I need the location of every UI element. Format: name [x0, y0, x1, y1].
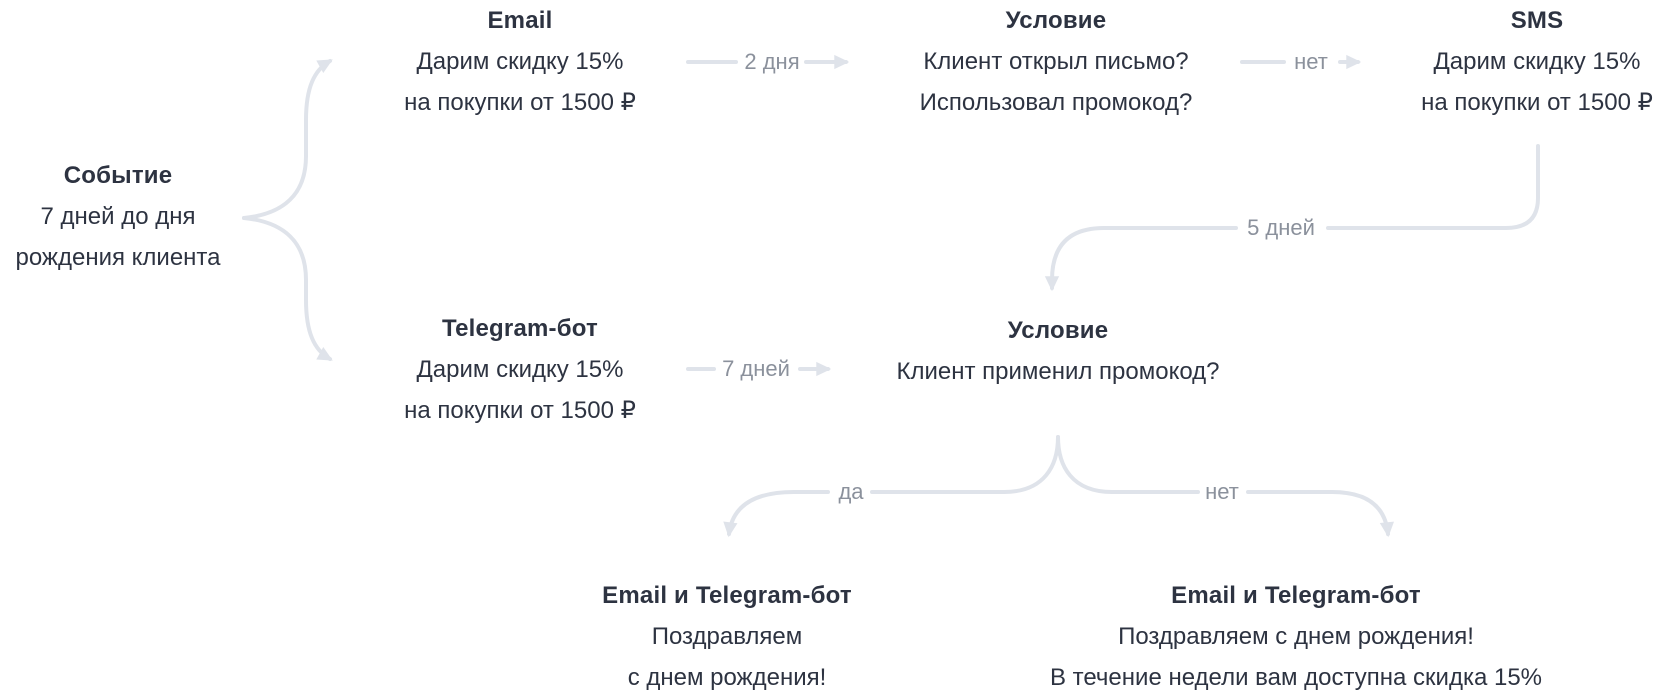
node-email: Email Дарим скидку 15% на покупки от 150…	[404, 0, 636, 123]
node-email-line: Дарим скидку 15%	[416, 48, 624, 75]
node-event-title: Событие	[63, 162, 173, 189]
node-result-yes: Email и Telegram-бот Поздравляем с днем …	[602, 575, 852, 692]
connector-event-to-email	[242, 59, 333, 220]
node-condition-1-line: Использовал промокод?	[919, 89, 1193, 116]
node-condition-1-title: Условие	[1005, 7, 1107, 34]
node-condition-2-line: Клиент применил промокод?	[896, 358, 1220, 385]
edge-label-2-days: 2 дня	[740, 49, 804, 75]
node-condition-1: Условие Клиент открыл письмо? Использова…	[920, 0, 1193, 123]
connector-sms-to-condition2-upper	[1326, 144, 1540, 230]
edge-label-5-days: 5 дней	[1243, 215, 1319, 241]
node-event-line: 7 дней до дня	[40, 203, 196, 230]
node-condition-1-line: Клиент открыл письмо?	[923, 48, 1189, 75]
node-telegram-bot-title: Telegram-бот	[442, 315, 598, 342]
node-event: Событие 7 дней до дня рождения клиента	[15, 155, 220, 278]
edge-label-yes: да	[834, 479, 868, 505]
connector-condition2-yes-arrow	[723, 490, 830, 538]
node-result-yes-title: Email и Telegram-бот	[602, 582, 852, 609]
node-condition-2-title: Условие	[1007, 317, 1109, 344]
connector-condition2-no-left	[1056, 435, 1200, 494]
connector-sms-to-condition2-lower	[1044, 226, 1238, 292]
node-result-no-line: Поздравляем с днем рождения!	[1118, 623, 1474, 650]
node-email-line: на покупки от 1500 ₽	[404, 89, 636, 116]
node-result-no-line: В течение недели вам доступна скидка 15%	[1049, 664, 1543, 691]
node-event-line: рождения клиента	[15, 244, 221, 271]
connector-condition2-yes-left	[870, 435, 1060, 494]
node-result-yes-line: с днем рождения!	[627, 664, 827, 691]
node-telegram-bot-line: Дарим скидку 15%	[416, 356, 624, 383]
node-telegram-bot-line: на покупки от 1500 ₽	[404, 397, 636, 424]
connector-event-to-telegram	[242, 216, 333, 361]
connector-condition2-no-arrow	[1246, 490, 1394, 538]
edge-label-no-bottom: нет	[1201, 479, 1243, 505]
node-sms: SMS Дарим скидку 15% на покупки от 1500 …	[1421, 0, 1653, 123]
node-result-yes-line: Поздравляем	[651, 623, 803, 650]
node-condition-2: Условие Клиент применил промокод?	[896, 310, 1219, 392]
node-result-no: Email и Telegram-бот Поздравляем с днем …	[1050, 575, 1542, 692]
node-result-no-title: Email и Telegram-бот	[1171, 582, 1421, 609]
node-sms-title: SMS	[1510, 7, 1564, 34]
node-sms-line: Дарим скидку 15%	[1433, 48, 1641, 75]
edge-label-7-days: 7 дней	[718, 356, 794, 382]
node-sms-line: на покупки от 1500 ₽	[1421, 89, 1653, 116]
node-telegram-bot: Telegram-бот Дарим скидку 15% на покупки…	[404, 308, 636, 431]
edge-label-no-top: нет	[1290, 49, 1332, 75]
node-email-title: Email	[487, 7, 553, 34]
